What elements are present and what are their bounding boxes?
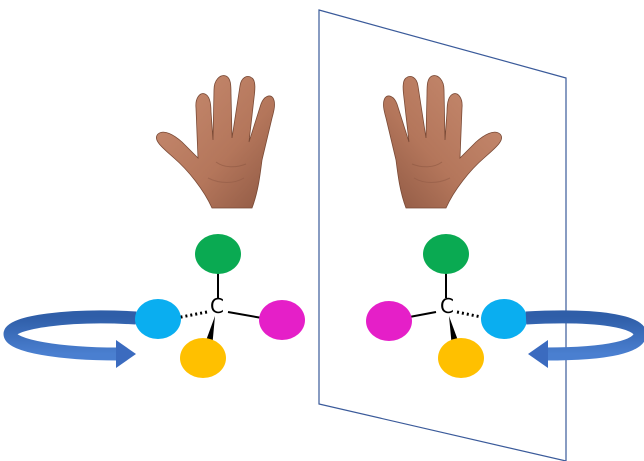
left-hand-palm-icon xyxy=(382,75,503,209)
cyan-substituent xyxy=(481,299,527,339)
cyan-substituent xyxy=(135,299,181,339)
magenta-substituent xyxy=(366,301,412,341)
center-atom-label: C xyxy=(440,294,454,318)
bond-right xyxy=(227,311,263,319)
left-molecule: C xyxy=(3,234,305,378)
magenta-substituent xyxy=(259,300,305,340)
right-molecule: C xyxy=(366,234,644,378)
rotation-arrow-icon xyxy=(525,310,644,368)
top-substituent xyxy=(423,234,469,274)
rotation-arrow-icon xyxy=(3,310,137,368)
top-substituent xyxy=(195,234,241,274)
bottom-substituent xyxy=(180,338,226,378)
right-hand-palm-icon xyxy=(155,75,276,209)
center-atom-label: C xyxy=(210,294,224,318)
bottom-substituent xyxy=(438,338,484,378)
bond-dashed-left xyxy=(175,310,208,320)
